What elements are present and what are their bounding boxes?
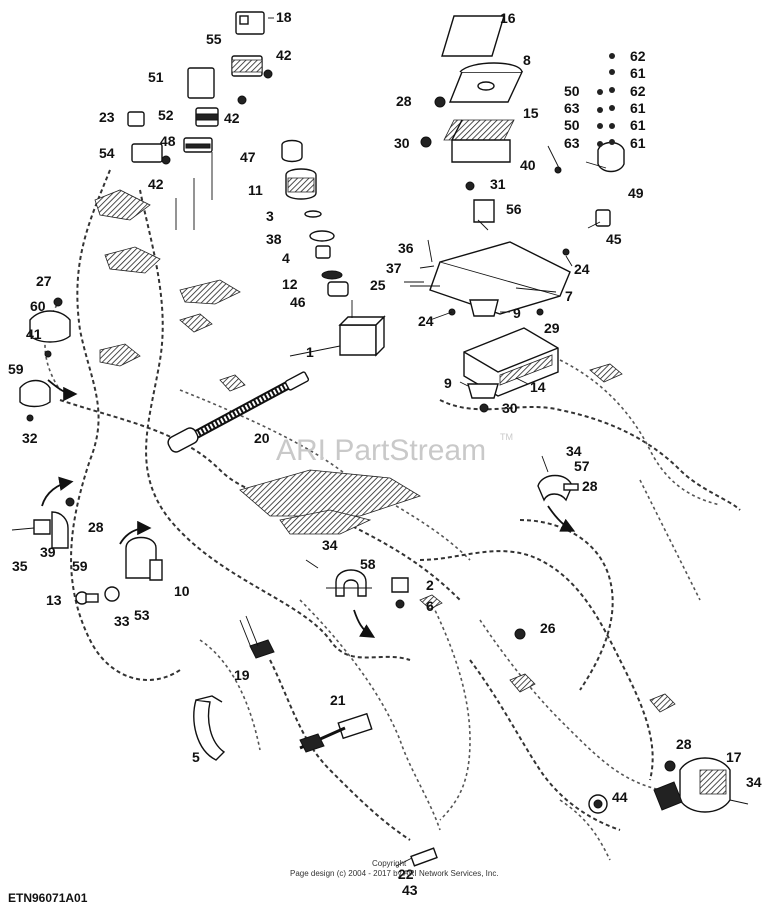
callout-15: 15	[523, 105, 539, 121]
callout-42b: 42	[224, 110, 240, 126]
callout-7: 7	[565, 288, 573, 304]
callout-1: 1	[306, 344, 314, 360]
callout-42a: 42	[276, 47, 292, 63]
callout-9b: 9	[444, 375, 452, 391]
copyright-text: Page design (c) 2004 - 2017 by ARI Netwo…	[290, 869, 499, 878]
callout-61b: 61	[630, 100, 646, 116]
callout-52: 52	[158, 107, 174, 123]
callout-28c: 28	[676, 736, 692, 752]
callout-8: 8	[523, 52, 531, 68]
callout-42c: 42	[148, 176, 164, 192]
callout-45: 45	[606, 231, 622, 247]
fuse-box	[420, 15, 625, 227]
callout-34b: 34	[322, 537, 338, 553]
watermark: ARI PartStream	[276, 434, 486, 467]
left-clamps	[11, 297, 163, 605]
callout-37: 37	[386, 260, 402, 276]
callout-60: 60	[30, 298, 46, 314]
callout-13: 13	[46, 592, 62, 608]
callout-21: 21	[330, 692, 346, 708]
callout-27: 27	[36, 273, 52, 289]
callout-31: 31	[490, 176, 506, 192]
callout-59b: 59	[72, 558, 88, 574]
callout-30a: 30	[394, 135, 410, 151]
callout-28d: 28	[396, 93, 412, 109]
callout-57: 57	[574, 458, 590, 474]
callout-61a: 61	[630, 65, 646, 81]
callout-48: 48	[160, 133, 176, 149]
callout-40: 40	[520, 157, 536, 173]
callout-2: 2	[426, 577, 434, 593]
callout-28b: 28	[582, 478, 598, 494]
callout-26: 26	[540, 620, 556, 636]
callout-34a: 34	[566, 443, 582, 459]
callout-17: 17	[726, 749, 742, 765]
ignition-switch-stack	[281, 139, 386, 357]
callout-54: 54	[99, 145, 115, 161]
callout-46: 46	[290, 294, 306, 310]
callout-61d: 61	[630, 135, 646, 151]
callout-19: 19	[234, 667, 250, 683]
right-lower-parts	[395, 455, 749, 867]
callout-12: 12	[282, 276, 298, 292]
callout-28a: 28	[88, 519, 104, 535]
callout-11: 11	[248, 182, 263, 198]
callout-numbers: 1 2 3 4 5 6 7 8 9 9 10 11 12 13 14 15 16…	[8, 9, 762, 898]
callout-49: 49	[628, 185, 644, 201]
callout-43: 43	[402, 882, 418, 898]
callout-33: 33	[114, 613, 130, 629]
callout-29: 29	[544, 320, 560, 336]
callout-59a: 59	[8, 361, 24, 377]
callout-62b: 62	[630, 83, 646, 99]
callout-25: 25	[370, 277, 386, 293]
callout-55: 55	[206, 31, 222, 47]
callout-30b: 30	[502, 400, 518, 416]
callout-34c: 34	[746, 774, 762, 790]
callout-39: 39	[40, 544, 56, 560]
callout-10: 10	[174, 583, 190, 599]
callout-51: 51	[148, 69, 164, 85]
bracket-and-controller	[404, 239, 571, 413]
callout-47: 47	[240, 149, 256, 165]
watermark-trademark: TM	[500, 432, 513, 442]
lower-left-parts	[193, 615, 373, 761]
callout-20: 20	[254, 430, 270, 446]
leader-lines	[175, 17, 607, 387]
callout-32: 32	[22, 430, 38, 446]
callout-9a: 9	[513, 305, 521, 321]
callout-35: 35	[12, 558, 28, 574]
callout-56: 56	[506, 201, 522, 217]
callout-63a: 63	[564, 100, 580, 116]
callout-23: 23	[99, 109, 115, 125]
callout-6: 6	[426, 598, 434, 614]
callout-41: 41	[26, 326, 42, 342]
callout-50a: 50	[564, 83, 580, 99]
callout-24a: 24	[574, 261, 590, 277]
motion-arrows	[41, 379, 576, 638]
callout-36: 36	[398, 240, 414, 256]
cable-assembly-20	[167, 371, 310, 453]
callout-58: 58	[360, 556, 376, 572]
callout-38: 38	[266, 231, 282, 247]
callout-61c: 61	[630, 117, 646, 133]
callout-18: 18	[276, 9, 292, 25]
callout-14: 14	[530, 379, 546, 395]
callout-50b: 50	[564, 117, 580, 133]
copyright-label: Copyright	[372, 859, 407, 868]
callout-62a: 62	[630, 48, 646, 64]
callout-16: 16	[500, 10, 516, 26]
diagram-code: ETN96071A01	[8, 891, 88, 905]
relay-parts	[127, 11, 273, 165]
callout-63b: 63	[564, 135, 580, 151]
callout-44: 44	[612, 789, 628, 805]
callout-3: 3	[266, 208, 274, 224]
center-parts	[305, 559, 526, 640]
callout-22: 22	[398, 866, 414, 882]
callout-53: 53	[134, 607, 150, 623]
callout-4: 4	[282, 250, 290, 266]
harness-connector-clusters	[94, 189, 676, 713]
callout-24b: 24	[418, 313, 434, 329]
callout-5: 5	[192, 749, 200, 765]
